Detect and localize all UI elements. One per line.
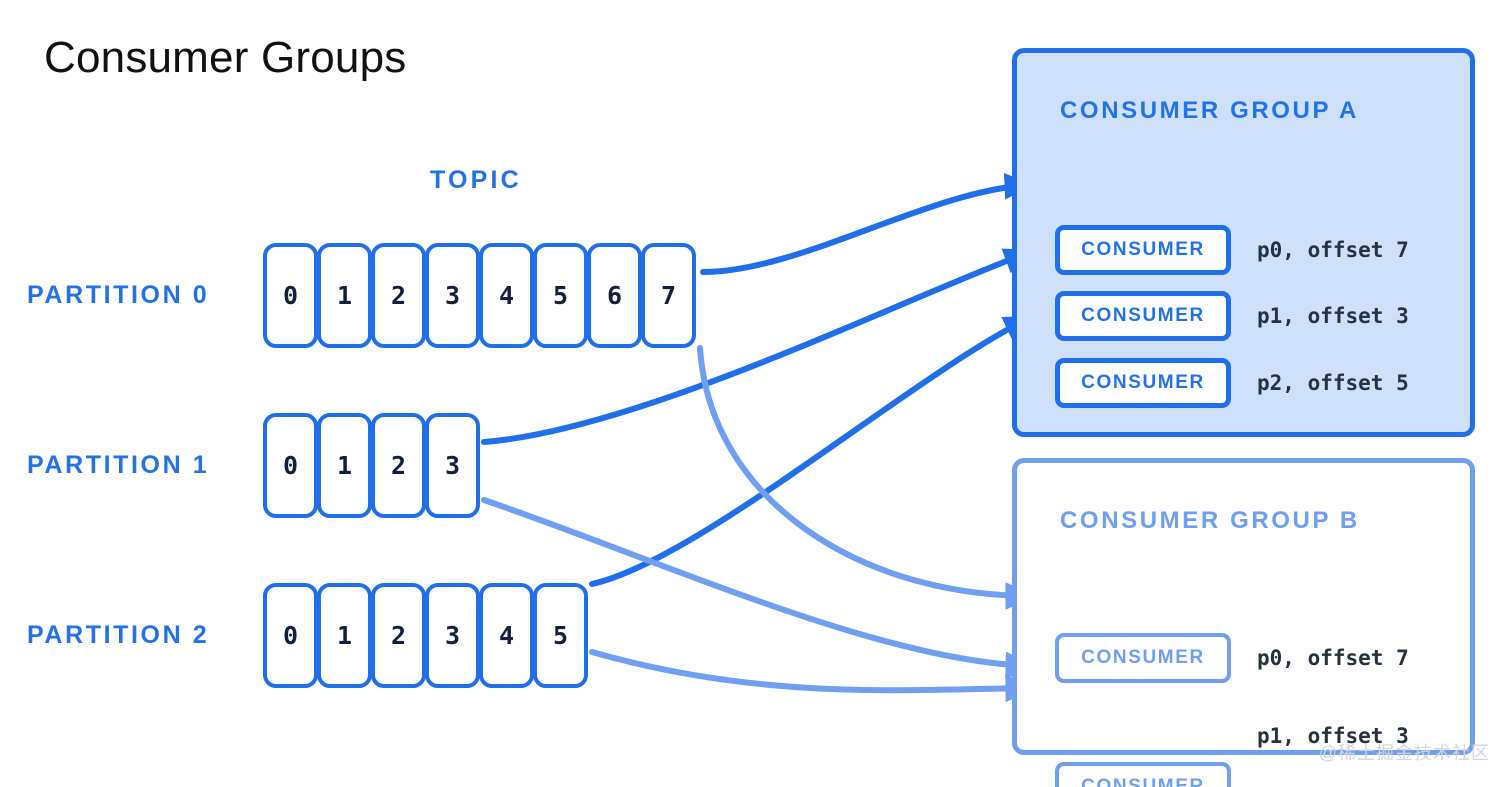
partition-cell: 1: [317, 413, 372, 518]
partition-label-1: PARTITION 1: [27, 451, 210, 479]
offset-line: p1, offset 3: [1257, 304, 1409, 329]
arrow-p2-to-groupa-consumer2: [589, 315, 1035, 587]
partition-cell: 4: [479, 583, 534, 688]
consumer-group-b-title: CONSUMER GROUP B: [1060, 507, 1360, 534]
partition-cell: 7: [641, 243, 696, 348]
partition-cell: 3: [425, 413, 480, 518]
watermark: @稀土掘金技术社区: [1318, 743, 1490, 763]
offset-line: p0, offset 7: [1257, 238, 1409, 263]
consumer-offsets: p0, offset 7: [1257, 165, 1409, 335]
consumer-box[interactable]: CONSUMER: [1055, 633, 1231, 684]
consumer-offsets: p0, offset 7: [1257, 573, 1409, 743]
partition-cells-1: 0 1 2 3: [263, 413, 480, 518]
offset-line: p0, offset 7: [1257, 646, 1409, 671]
consumer-row: CONSUMER p1, offset 3: [1055, 231, 1409, 401]
partition-row-1: PARTITION 1 0 1 2 3: [27, 413, 480, 518]
partition-cell: 0: [263, 583, 318, 688]
partition-cell: 1: [317, 243, 372, 348]
consumer-box[interactable]: CONSUMER: [1055, 358, 1231, 409]
partition-cell: 2: [371, 243, 426, 348]
partition-cell: 3: [425, 583, 480, 688]
arrow-p0-to-groupa-consumer0: [700, 173, 1035, 275]
offset-line: p2, offset 5: [1257, 371, 1409, 396]
consumer-offsets: p1, offset 3 p2, offset 5: [1257, 651, 1409, 787]
consumer-box[interactable]: CONSUMER: [1055, 225, 1231, 276]
partition-cells-2: 0 1 2 3 4 5: [263, 583, 588, 688]
partition-row-0: PARTITION 0 0 1 2 3 4 5 6 7: [27, 243, 696, 348]
partition-cell: 0: [263, 243, 318, 348]
consumer-box[interactable]: CONSUMER: [1055, 291, 1231, 342]
consumer-offsets: p2, offset 5: [1257, 298, 1409, 468]
partition-row-2: PARTITION 2 0 1 2 3 4 5: [27, 583, 588, 688]
partition-cell: 6: [587, 243, 642, 348]
partition-cell: 1: [317, 583, 372, 688]
consumer-row: CONSUMER p0, offset 7: [1055, 165, 1409, 335]
consumer-box[interactable]: CONSUMER: [1055, 762, 1231, 787]
consumer-group-a: CONSUMER GROUP A CONSUMER p0, offset 7 C…: [1012, 48, 1475, 437]
arrow-p1-to-groupa-consumer1: [481, 248, 1035, 445]
page-title: Consumer Groups: [44, 33, 407, 82]
partition-cells-0: 0 1 2 3 4 5 6 7: [263, 243, 696, 348]
partition-cell: 2: [371, 413, 426, 518]
partition-cell: 5: [533, 583, 588, 688]
partition-cell: 4: [479, 243, 534, 348]
consumer-row: CONSUMER p2, offset 5: [1055, 298, 1409, 468]
partition-cell: 0: [263, 413, 318, 518]
consumer-group-a-title: CONSUMER GROUP A: [1060, 97, 1359, 124]
partition-label-0: PARTITION 0: [27, 281, 210, 309]
topic-label: TOPIC: [430, 166, 522, 194]
consumer-row: CONSUMER p0, offset 7: [1055, 573, 1409, 743]
consumer-row: CONSUMER p1, offset 3 p2, offset 5: [1055, 651, 1409, 787]
arrow-p0-to-groupb-consumer0: [697, 345, 1037, 610]
partition-cell: 3: [425, 243, 480, 348]
offset-line: p1, offset 3: [1257, 724, 1409, 749]
arrow-p2-to-groupb-consumer1: [589, 649, 1037, 703]
partition-label-2: PARTITION 2: [27, 621, 210, 649]
consumer-offsets: p1, offset 3: [1257, 231, 1409, 401]
consumer-group-b: CONSUMER GROUP B CONSUMER p0, offset 7 C…: [1012, 458, 1475, 787]
partition-cell: 5: [533, 243, 588, 348]
arrow-p1-to-groupb-consumer1: [481, 497, 1037, 680]
partition-cell: 2: [371, 583, 426, 688]
